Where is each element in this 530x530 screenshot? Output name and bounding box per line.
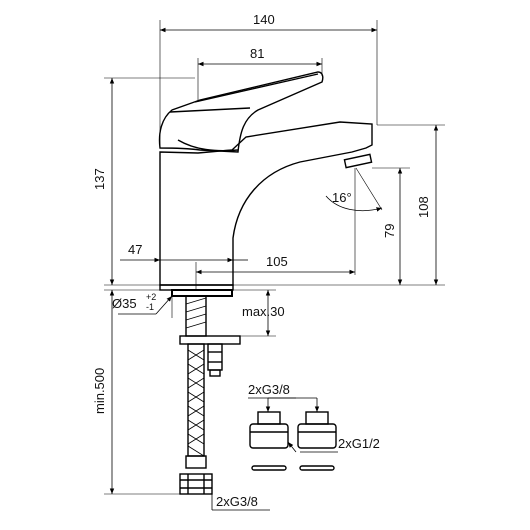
label-handle-width: 81 [250, 46, 264, 61]
dim-overall-width: 140 [159, 12, 378, 148]
dim-handle-width: 81 [197, 46, 323, 102]
dim-hose-length: min.500 [92, 289, 180, 495]
dim-spout-reach: 105 [195, 254, 355, 290]
label-connector-g12-group: 2xG1/2 [287, 436, 380, 453]
adapter-right [297, 411, 337, 471]
dim-max-thickness: max.30 [232, 289, 285, 337]
label-spout-reach: 105 [266, 254, 288, 269]
label-mount-tol-minus: -1 [146, 302, 154, 312]
mounting-assembly [179, 295, 241, 495]
label-connector-g12: 2xG1/2 [338, 436, 380, 451]
label-hose-length: min.500 [92, 368, 107, 414]
label-body-height: 137 [92, 168, 107, 190]
dim-spout-height: 108 [233, 124, 445, 286]
faucet-outline [158, 71, 373, 297]
label-overall-width: 140 [253, 12, 275, 27]
label-outlet-height: 79 [382, 224, 397, 238]
dim-spout-angle: 16° [325, 167, 383, 275]
label-max-thickness: max.30 [242, 304, 285, 319]
dim-mount-diameter: Ø35 +2 -1 [112, 292, 173, 318]
dim-outlet-height: 79 [372, 167, 410, 285]
label-base-offset: 47 [128, 242, 142, 257]
label-mount-tol-plus: +2 [146, 292, 156, 302]
label-connector-g38-upper: 2xG3/8 [248, 382, 290, 397]
dim-body-height: 137 [92, 77, 195, 286]
label-connector-g38-upper-group: 2xG3/8 [248, 382, 320, 412]
dim-base-offset: 47 [120, 242, 248, 263]
label-spout-angle: 16° [332, 190, 352, 205]
label-connector-g38-lower-group: 2xG3/8 [211, 494, 270, 511]
label-connector-g38-lower: 2xG3/8 [216, 494, 258, 509]
label-mount-diameter: Ø35 [112, 296, 137, 311]
label-spout-height: 108 [416, 196, 431, 218]
adapter-left [249, 411, 289, 471]
